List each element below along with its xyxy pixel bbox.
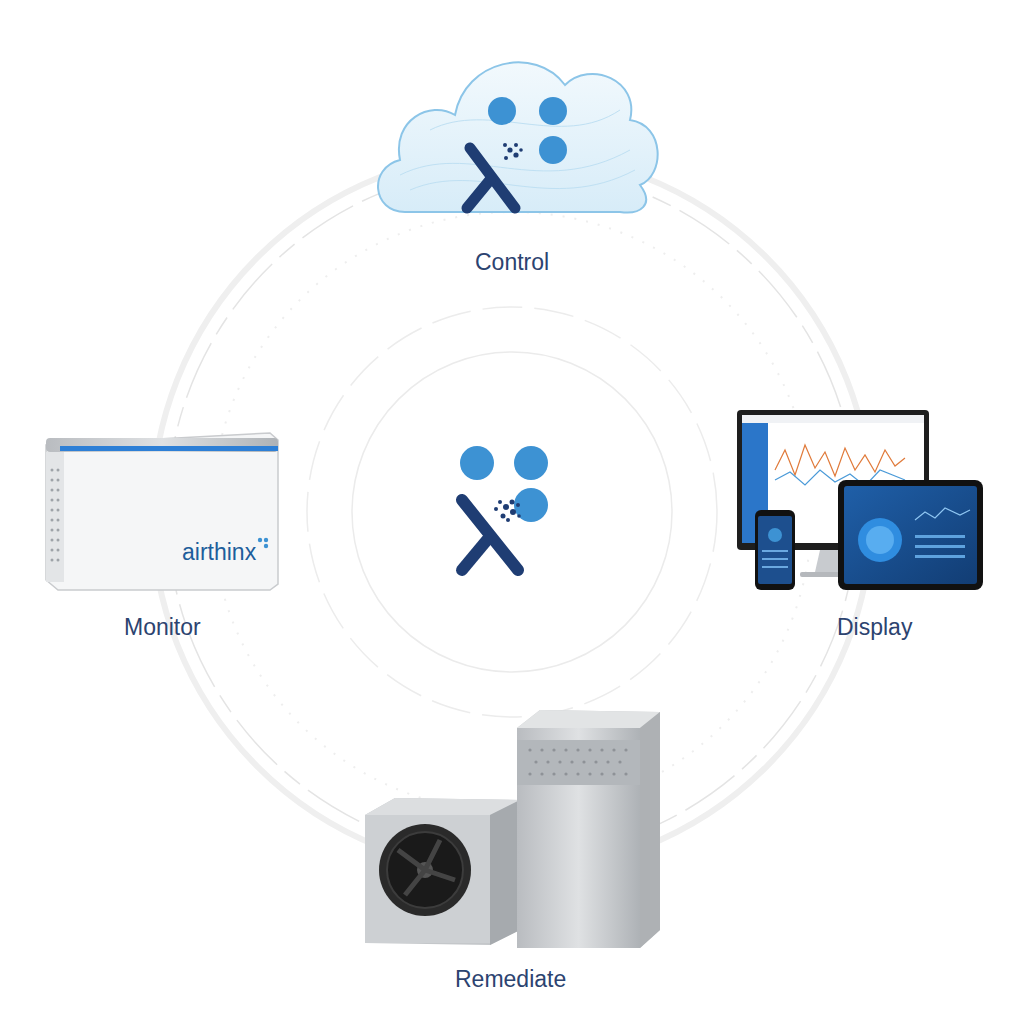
control-label-node: Control [469, 247, 555, 279]
item-caption: Monitor [124, 614, 201, 642]
inner-dashed-ring [307, 307, 717, 717]
monitor-device [46, 433, 278, 590]
inner-ring [352, 352, 672, 672]
brand-label: airthinx [182, 539, 256, 566]
cloud-icon [378, 62, 658, 212]
monitor-label-node: Monitor [118, 612, 207, 644]
remediate-label-node: Remediate [449, 964, 572, 996]
remediate-appliances [365, 710, 660, 948]
item-caption: Display [837, 614, 912, 642]
item-caption: Remediate [455, 966, 566, 994]
center-logo [460, 446, 548, 570]
display-label-node: Display [831, 612, 918, 644]
item-caption: Control [475, 249, 549, 277]
display-devices [737, 410, 983, 590]
dotted-ring [212, 212, 812, 812]
